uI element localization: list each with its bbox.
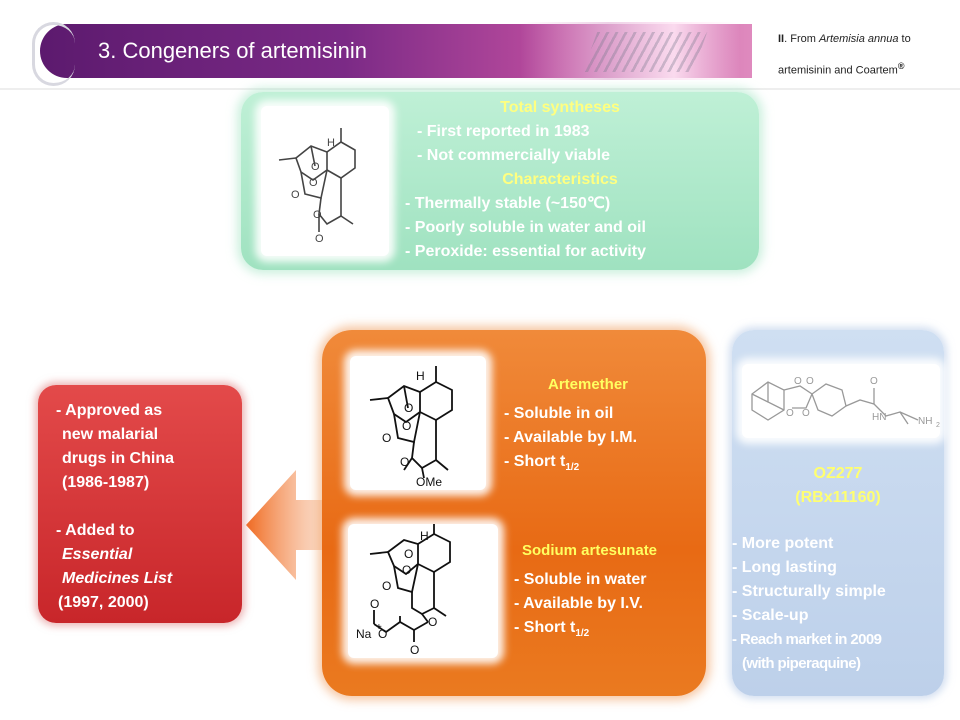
characteristic-item: - Peroxide: essential for activity bbox=[405, 243, 646, 260]
characteristic-item: - Poorly soluble in water and oil bbox=[405, 219, 646, 236]
svg-text:O: O bbox=[291, 189, 300, 201]
left-arrow-icon bbox=[246, 470, 336, 580]
svg-text:HN: HN bbox=[872, 412, 886, 423]
svg-text:O: O bbox=[311, 161, 320, 173]
characteristic-item: - Thermally stable (~150℃) bbox=[405, 195, 611, 212]
svg-text:NH: NH bbox=[918, 416, 932, 427]
artemisinin-text: Total syntheses - First reported in 1983… bbox=[405, 96, 755, 264]
approval-box: - Approved as new malarial drugs in Chin… bbox=[38, 385, 242, 623]
svg-text:O: O bbox=[382, 579, 391, 593]
svg-text:2: 2 bbox=[936, 422, 940, 429]
artesunate-structure-icon: H O O O O O O Na + O bbox=[356, 524, 451, 657]
svg-text:O: O bbox=[786, 408, 794, 419]
svg-text:H: H bbox=[416, 369, 425, 383]
artemisinin-box: H O O O O O Total syntheses - First repo… bbox=[241, 92, 759, 270]
svg-text:O: O bbox=[404, 547, 413, 561]
header-divider bbox=[0, 88, 960, 90]
artemether-name: Artemether bbox=[548, 376, 629, 393]
oz277-properties: - More potent - Long lasting - Structura… bbox=[732, 535, 886, 672]
synthesis-item: - Not commercially viable bbox=[417, 147, 610, 164]
svg-text:O: O bbox=[315, 233, 324, 245]
svg-text:O: O bbox=[404, 401, 413, 415]
oz277-box: O O O O O HN NH 2 OZ277 (RBx11160) - Mor… bbox=[732, 330, 944, 696]
svg-text:O: O bbox=[313, 209, 322, 221]
svg-text:O: O bbox=[410, 643, 419, 657]
svg-text:H: H bbox=[327, 137, 335, 149]
svg-text:O: O bbox=[400, 455, 409, 469]
header-lab-photo bbox=[520, 22, 740, 80]
artemisinin-structure: H O O O O O bbox=[261, 106, 389, 256]
oz277-name: OZ277 (RBx11160) bbox=[795, 465, 881, 506]
artesunate-properties: - Soluble in water - Available by I.V. -… bbox=[514, 571, 647, 640]
oz277-structure-icon: O O O O O HN NH 2 bbox=[751, 376, 940, 429]
svg-text:H: H bbox=[420, 529, 429, 543]
svg-text:O: O bbox=[870, 376, 878, 387]
svg-text:O: O bbox=[428, 615, 437, 629]
artemether-structure-icon: H O O O O OMe bbox=[369, 366, 453, 489]
svg-text:O: O bbox=[402, 419, 411, 433]
svg-text:O: O bbox=[794, 376, 802, 387]
svg-text:OMe: OMe bbox=[416, 475, 442, 489]
synthesis-item: - First reported in 1983 bbox=[417, 123, 590, 140]
characteristics-heading: Characteristics bbox=[502, 171, 618, 188]
slide-title: 3. Congeners of artemisinin bbox=[98, 38, 368, 63]
oz277-structure: O O O O O HN NH 2 bbox=[742, 364, 940, 438]
svg-text:O: O bbox=[806, 376, 814, 387]
section-label: II. From Artemisia annua to artemisinin … bbox=[778, 33, 911, 77]
artemether-structure: H O O O O OMe bbox=[350, 356, 486, 490]
svg-text:O: O bbox=[802, 408, 810, 419]
artemether-properties: - Soluble in oil - Available by I.M. - S… bbox=[504, 405, 638, 474]
section-label-box bbox=[752, 18, 960, 90]
svg-text:O: O bbox=[370, 597, 379, 611]
artesunate-structure: H O O O O O O Na + O bbox=[348, 524, 498, 658]
derivatives-box: H O O O O OMe Artemether - Soluble in oi… bbox=[322, 330, 706, 696]
svg-text:O: O bbox=[382, 431, 391, 445]
total-syntheses-heading: Total syntheses bbox=[500, 99, 620, 116]
artemisinin-structure-icon: H O O O O O bbox=[278, 128, 356, 245]
approval-text: - Approved as new malarial drugs in Chin… bbox=[56, 402, 174, 611]
svg-text:O: O bbox=[378, 627, 387, 641]
artesunate-name: Sodium artesunate bbox=[522, 542, 658, 559]
svg-text:O: O bbox=[402, 563, 411, 577]
svg-text:Na: Na bbox=[356, 627, 372, 641]
svg-text:O: O bbox=[309, 177, 318, 189]
svg-text:+: + bbox=[376, 622, 382, 633]
